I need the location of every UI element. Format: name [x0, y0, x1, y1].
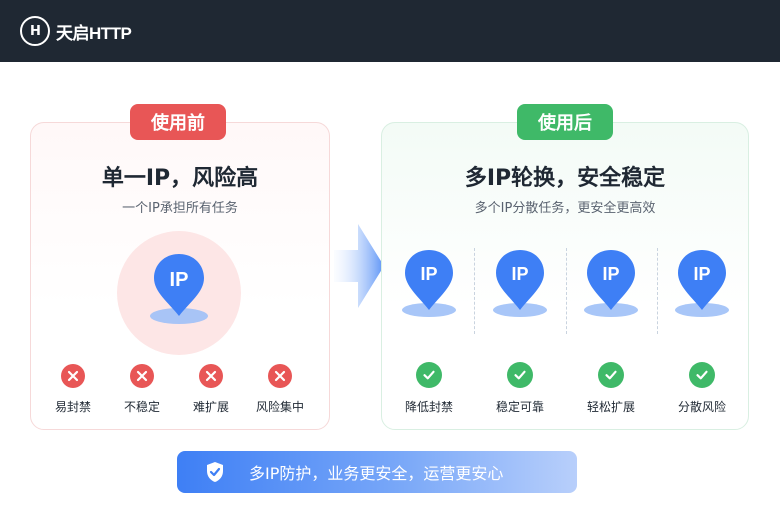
benefit-item: 降低封禁: [389, 362, 469, 415]
benefit-label: 轻松扩展: [586, 400, 635, 414]
issue-label: 难扩展: [192, 400, 229, 414]
issue-label: 易封禁: [54, 400, 91, 414]
divider: [474, 248, 475, 334]
benefit-item: 稳定可靠: [480, 362, 560, 415]
location-pin-icon: IP: [673, 247, 731, 325]
banner-text: 多IP防护，业务更安全，运营更安心: [249, 464, 504, 483]
check-circle-icon: [507, 362, 533, 388]
x-circle-icon: [268, 364, 292, 388]
before-subtitle: 一个IP承担所有任务: [122, 201, 238, 216]
benefit-item: 分散风险: [662, 362, 742, 415]
location-pin-icon: IP: [491, 247, 549, 325]
issue-item: 难扩展: [171, 364, 251, 415]
location-pin-icon: IP: [148, 250, 210, 332]
x-circle-icon: [61, 364, 85, 388]
issue-item: 易封禁: [33, 364, 113, 415]
pin-label: IP: [693, 264, 710, 284]
summary-banner: 多IP防护，业务更安全，运营更安心: [177, 451, 577, 493]
issue-item: 风险集中: [240, 364, 320, 415]
pin-label: IP: [602, 264, 619, 284]
arrow-right-icon: [334, 224, 384, 308]
benefit-label: 降低封禁: [404, 400, 453, 414]
after-subtitle: 多个IP分散任务，更安全更高效: [474, 201, 656, 216]
issue-label: 不稳定: [123, 400, 160, 414]
before-title: 单一IP，风险高: [101, 166, 259, 191]
x-circle-icon: [130, 364, 154, 388]
divider: [657, 248, 658, 334]
header-bar: H 天启HTTP: [0, 0, 780, 62]
location-pin-icon: IP: [582, 247, 640, 325]
benefit-label: 分散风险: [677, 400, 726, 414]
x-circle-icon: [199, 364, 223, 388]
pin-label: IP: [511, 264, 528, 284]
benefit-label: 稳定可靠: [495, 400, 544, 414]
logo-icon: H: [20, 16, 50, 46]
check-circle-icon: [689, 362, 715, 388]
benefit-item: 轻松扩展: [571, 362, 651, 415]
shield-icon: [203, 460, 227, 484]
pin-label: IP: [170, 269, 189, 291]
after-title: 多IP轮换，安全稳定: [464, 166, 666, 191]
before-badge: 使用前: [130, 104, 226, 140]
divider: [566, 248, 567, 334]
issue-label: 风险集中: [255, 400, 304, 414]
issue-item: 不稳定: [102, 364, 182, 415]
check-circle-icon: [598, 362, 624, 388]
pin-label: IP: [420, 264, 437, 284]
check-circle-icon: [416, 362, 442, 388]
brand-name: 天启HTTP: [56, 23, 132, 43]
location-pin-icon: IP: [400, 247, 458, 325]
after-badge: 使用后: [517, 104, 613, 140]
